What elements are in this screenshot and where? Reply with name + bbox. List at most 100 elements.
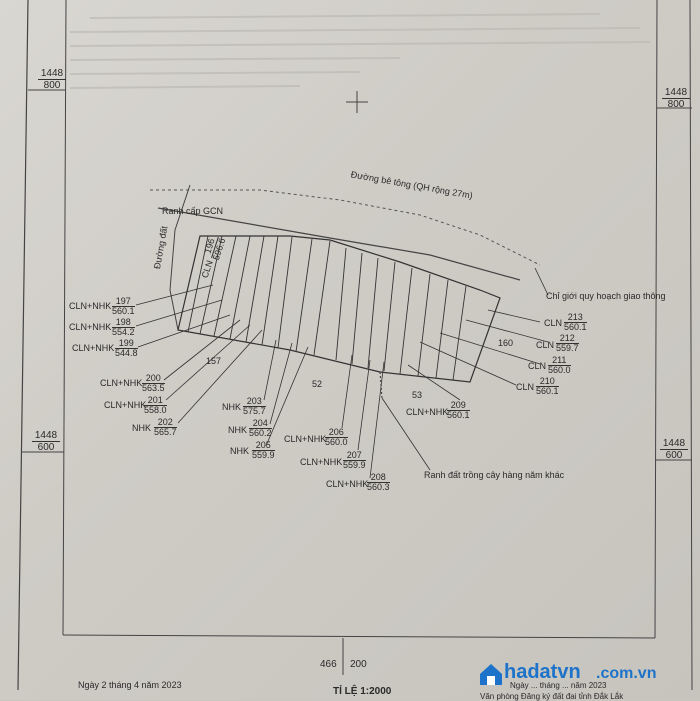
parcel-201-number: 201 [144, 396, 167, 406]
logo-domain: .com.vn [596, 665, 657, 682]
parcel-211-type: CLN [528, 361, 547, 371]
parcel-206-area: 560.0 [325, 437, 348, 447]
logo-brand: hadatvn [504, 661, 581, 683]
date-right: Ngày ... tháng ... năm 2023 [510, 681, 607, 690]
parcel-197-type: CLN+NHK [69, 301, 112, 311]
coord-mid-left-bottom: 600 [37, 442, 55, 453]
coord-bottom-left-value: 466 [320, 659, 337, 670]
parcel-209-type: CLN+NHK [406, 407, 449, 417]
frame-right-inner [654, 0, 658, 639]
parcel-199-type: CLN+NHK [72, 343, 115, 353]
coord-mid-left: 1448 600 [32, 430, 60, 453]
parcel-204-number: 204 [249, 419, 272, 429]
main-parcel-type: CLN [199, 259, 215, 280]
hadatvn-logo: hadatvn .com.vn [478, 655, 700, 700]
coord-mid-right-bottom: 600 [665, 450, 683, 461]
parcel-207-number: 207 [343, 451, 366, 461]
parcel-202-number: 202 [154, 418, 177, 428]
office-label: Văn phòng Đăng ký đất đai tỉnh Đắk Lắk [480, 692, 624, 701]
parcel-207-area: 559.9 [343, 460, 366, 470]
coord-top-left-bottom: 800 [43, 80, 61, 91]
coord-mid-left-top: 1448 [32, 430, 60, 442]
parcel-198-type: CLN+NHK [69, 322, 112, 332]
parcel-206-number: 206 [325, 428, 348, 438]
gcn-boundary-label: Ranh cấp GCN [162, 206, 224, 216]
coord-bottom-right-value: 200 [350, 659, 367, 670]
parcel-198-number: 198 [112, 318, 135, 328]
parcel-197-number: 197 [112, 297, 135, 307]
parcel-208-type: CLN+NHK [326, 479, 369, 489]
coord-mid-right: 1448 600 [660, 438, 688, 461]
parcel-200-area: 563.5 [142, 383, 165, 393]
parcel-209-number: 209 [447, 401, 470, 411]
crop-boundary-label: Ranh đất trồng cây hàng năm khác [424, 470, 565, 480]
parcel-203-area: 575.7 [243, 406, 266, 416]
parcel-202-type: NHK [132, 423, 152, 433]
parcel-205-area: 559.9 [252, 450, 275, 460]
parcel-211-number: 211 [548, 356, 571, 366]
planning-boundary-label: Chỉ giới quy hoạch giao thông [546, 291, 666, 301]
parcel-208-area: 560.3 [367, 482, 390, 492]
parcel-203-number: 203 [243, 397, 266, 407]
scale-label: TỈ LỆ 1:2000 [333, 686, 392, 697]
parcel-213-type: CLN [544, 318, 563, 328]
frame-right-outer [689, 0, 693, 691]
parcel-205-type: NHK [230, 446, 250, 456]
coord-top-right-top: 1448 [662, 87, 690, 99]
coord-top-right-bottom: 800 [667, 99, 685, 110]
parcel-211-area: 560.0 [548, 365, 571, 375]
parcel-207-type: CLN+NHK [300, 457, 343, 467]
coord-top-left: 1448 800 [38, 68, 66, 91]
coord-top-left-top: 1448 [38, 68, 66, 80]
parcel-213-area: 560.1 [564, 322, 587, 332]
parcel-212-number: 212 [556, 334, 579, 344]
parcel-212-area: 559.7 [556, 343, 579, 353]
parcel-203-type: NHK [222, 402, 242, 412]
parcel-199-area: 544.8 [115, 348, 138, 358]
parcel-199-number: 199 [115, 339, 138, 349]
parcel-204-type: NHK [228, 425, 248, 435]
parcel-200-type: CLN+NHK [100, 378, 143, 388]
parcel-209-area: 560.1 [447, 410, 470, 420]
parcel-210-area: 560.1 [536, 386, 559, 396]
parcel-201-type: CLN+NHK [104, 400, 147, 410]
parcel-213-number: 213 [564, 313, 587, 323]
parcel-206-type: CLN+NHK [284, 434, 327, 444]
parcel-205-number: 205 [252, 441, 275, 451]
area-52: 52 [312, 379, 323, 389]
parcel-201-area: 558.0 [144, 405, 167, 415]
house-icon [480, 664, 502, 685]
parcel-197-area: 560.1 [112, 306, 135, 316]
parcel-210-number: 210 [536, 377, 559, 387]
parcel-200-number: 200 [142, 374, 165, 384]
frame-left-inner [62, 0, 67, 636]
coord-top-right: 1448 800 [662, 87, 690, 110]
coord-mid-right-top: 1448 [660, 438, 688, 450]
parcel-204-area: 560.2 [249, 428, 272, 438]
parcel-198-area: 554.2 [112, 327, 135, 337]
area-53: 53 [412, 390, 423, 400]
parcel-212-type: CLN [536, 340, 555, 350]
parcel-208-number: 208 [367, 473, 390, 483]
parcel-202-area: 565.7 [154, 427, 177, 437]
frame-bottom [62, 634, 656, 639]
